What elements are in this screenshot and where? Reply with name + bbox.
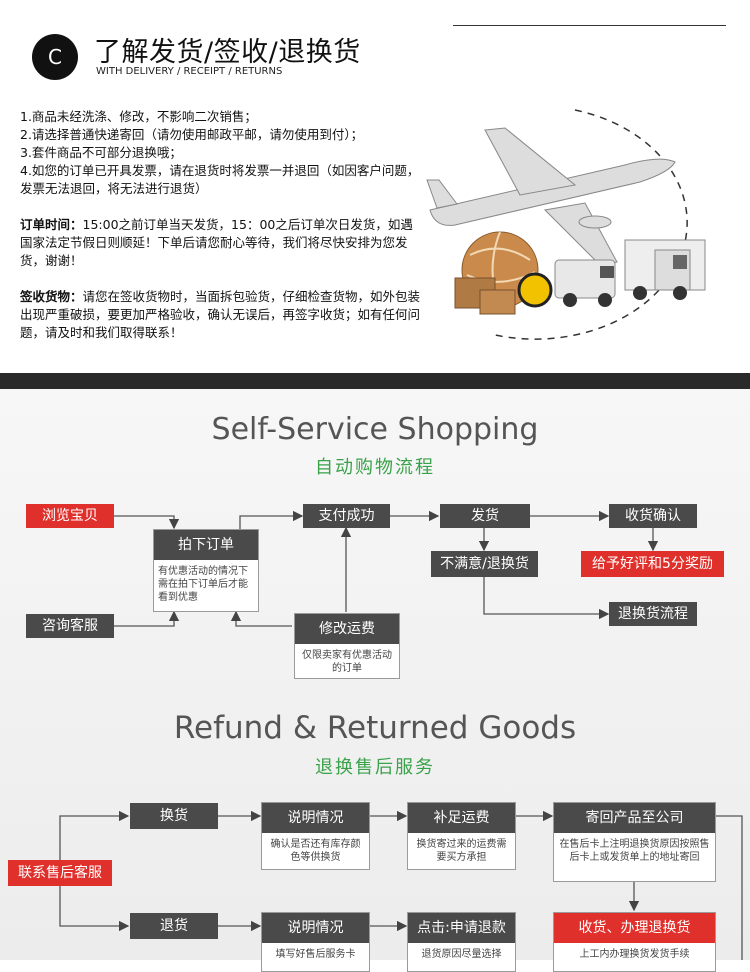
send-back-title: 寄回产品至公司 [554,803,715,833]
modify-fee-title: 修改运费 [295,614,399,644]
praise-button[interactable]: 给予好评和5分奖励 [581,551,724,577]
refund-title-cn: 退换售后服务 [315,757,435,778]
order-time-text: 15:00之前订单当天发货，15：00之后订单次日发货，如遇国家法定节假日则顺延… [20,217,413,268]
return-button[interactable]: 退货 [130,913,218,939]
place-order-note: 有优惠活动的情况下需在拍下订单后才能看到优惠 [158,566,248,603]
van-icon [554,259,616,307]
explain-exchange-card[interactable]: 说明情况 确认是否还有库存颜色等供换货 [261,802,370,870]
explain-return-title: 说明情况 [262,913,369,943]
receipt-text: 请您在签收货物时，当面拆包验货，仔细检查货物，如外包装出现严重破损，要更加严格验… [20,289,421,340]
term-item: 2.请选择普通快递寄回（请勿使用邮政平邮，请勿使用到付）； [20,127,364,142]
term-item: 1.商品未经洗涤、修改，不影响二次销售； [20,109,257,124]
modify-fee-card[interactable]: 修改运费 仅限卖家有优惠活动的订单 [294,613,400,679]
pay-success-button[interactable]: 支付成功 [303,504,390,528]
contact-aftersales-button[interactable]: 联系售后客服 [8,860,112,886]
exchange-button[interactable]: 换货 [130,803,218,829]
explain-exchange-note: 确认是否还有库存颜色等供换货 [270,839,361,863]
receipt-label: 签收货物： [20,289,83,304]
receipt-paragraph: 签收货物：请您在签收货物时，当面拆包验货，仔细检查货物，如外包装出现严重破损，要… [20,288,425,342]
consult-button[interactable]: 咨询客服 [26,614,114,638]
term-item: 3.套件商品不可部分退换哦； [20,145,182,160]
confirm-receipt-button[interactable]: 收货确认 [609,504,697,528]
header-rule [453,25,726,26]
self-service-title-cn: 自动购物流程 [315,457,435,478]
explain-exchange-title: 说明情况 [262,803,369,833]
pay-fee-title: 补足运费 [408,803,515,833]
pay-fee-card[interactable]: 补足运费 换货寄过来的运费需要买方承担 [407,802,516,870]
airplane-icon [426,127,676,266]
explain-return-note: 填写好售后服务卡 [275,949,356,960]
apply-refund-note: 退货原因尽量选择 [421,949,502,960]
ship-button[interactable]: 发货 [440,504,530,528]
return-flow-button[interactable]: 退换货流程 [609,602,697,626]
page-subtitle: WITH DELIVERY / RECEIPT / RETURNS [96,66,283,77]
send-back-card[interactable]: 寄回产品至公司 在售后卡上注明退换货原因按照售后卡上或发货单上的地址寄回 [553,802,716,882]
self-service-title-en: Self-Service Shopping [211,412,539,447]
receive-title: 收货、办理退换货 [554,913,715,943]
browse-button[interactable]: 浏览宝贝 [26,504,114,528]
place-order-title: 拍下订单 [154,530,258,560]
receive-card[interactable]: 收货、办理退换货 上工内办理换货发货手续 [553,912,716,972]
section-divider [0,373,750,389]
delivery-illustration [426,109,706,340]
term-item: 4.如您的订单已开具发票，请在退货时将发票一并退回（如因客户问题，发票无法退回，… [20,163,420,196]
section-badge: C [32,34,78,80]
terms-text: 1.商品未经洗涤、修改，不影响二次销售； 2.请选择普通快递寄回（请勿使用邮政平… [20,108,425,342]
apply-refund-card[interactable]: 点击:申请退款 退货原因尽量选择 [407,912,516,972]
send-back-note: 在售后卡上注明退换货原因按照售后卡上或发货单上的地址寄回 [559,839,710,863]
order-time-label: 订单时间： [20,217,83,232]
refund-title-en: Refund & Returned Goods [173,710,577,746]
explain-return-card[interactable]: 说明情况 填写好售后服务卡 [261,912,370,972]
place-order-card[interactable]: 拍下订单 有优惠活动的情况下需在拍下订单后才能看到优惠 [153,529,259,612]
apply-refund-title: 点击:申请退款 [408,913,515,943]
unsatisfied-button[interactable]: 不满意/退换货 [431,551,538,577]
pay-fee-note: 换货寄过来的运费需要买方承担 [416,839,507,863]
page-title: 了解发货/签收/退换货 [94,37,361,68]
order-time-paragraph: 订单时间：15:00之前订单当天发货，15：00之后订单次日发货，如遇国家法定节… [20,216,425,270]
modify-fee-note: 仅限卖家有优惠活动的订单 [302,650,392,674]
truck-icon [624,239,706,300]
receive-note: 上工内办理换货发货手续 [579,949,690,960]
